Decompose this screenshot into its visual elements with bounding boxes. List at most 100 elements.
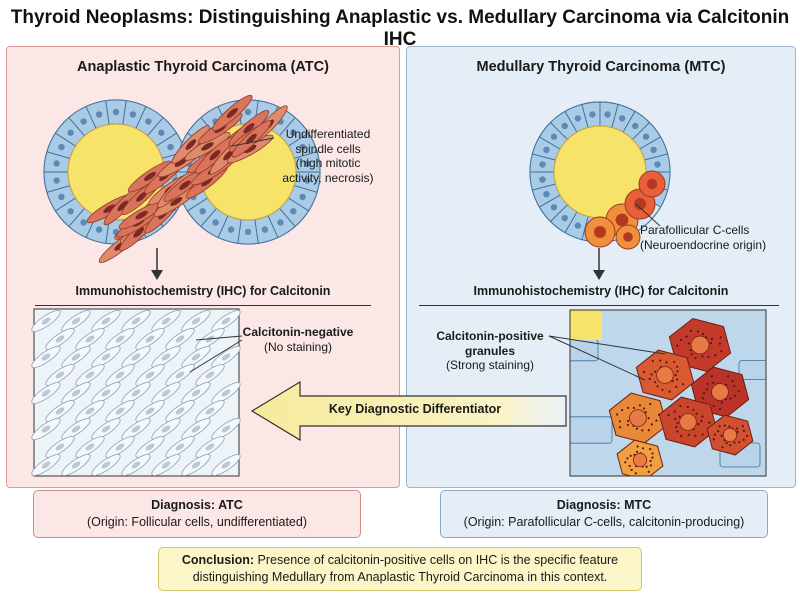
atc-stain-label: Calcitonin-negative (No staining) [242, 325, 354, 354]
unstained-cell [31, 346, 61, 368]
calcitonin-granule [654, 370, 657, 373]
conclusion-lead: Conclusion: [181, 553, 255, 567]
spindle-cell-nucleus [243, 123, 255, 134]
unstained-cell-nucleus [71, 317, 81, 325]
calcitonin-granule [718, 407, 722, 411]
unstained-cell-nucleus [221, 389, 231, 397]
unstained-cell-nucleus [175, 407, 185, 415]
calcitonin-granule [721, 446, 724, 449]
unstained-cell [121, 346, 151, 368]
calcitonin-granule [702, 397, 705, 400]
calcitonin-granule [635, 427, 639, 430]
unstained-cell [91, 310, 121, 332]
calcitonin-granule [647, 429, 650, 432]
mtc-ihc-title: Immunohistochemistry (IHC) for Calcitoni… [473, 284, 729, 298]
spindle-cell [171, 125, 210, 164]
follicular-cell-nucleus [642, 133, 650, 140]
calcitonin-granule [630, 468, 633, 471]
calcitonin-granule [720, 401, 723, 404]
unstained-cell-nucleus [161, 461, 171, 469]
unstained-cell [45, 328, 75, 350]
stained-c-cell-nucleus [629, 409, 647, 427]
unstained-cell [135, 364, 165, 386]
unstained-cell-nucleus [145, 443, 155, 451]
calcitonin-granule [686, 405, 689, 409]
unstained-cell-nucleus [115, 335, 125, 343]
atc-ihc-image [31, 308, 241, 477]
spindle-cell [212, 94, 253, 132]
unstained-cell [91, 382, 121, 404]
diagnosis-mtc-heading: Diagnosis: MTC [556, 498, 652, 512]
calcitonin-granule [729, 444, 732, 447]
unstained-cell [31, 310, 61, 332]
calcitonin-granule [713, 433, 717, 436]
atc-ihc-divider [35, 305, 371, 306]
c-cell-nucleus [594, 226, 606, 238]
calcitonin-granule [696, 330, 699, 333]
unstained-cell [151, 382, 181, 404]
calcitonin-granule [676, 422, 679, 425]
calcitonin-granule [642, 370, 646, 374]
diagnosis-mtc-box: Diagnosis: MTC (Origin: Parafollicular C… [440, 490, 768, 538]
unstained-cell [31, 418, 61, 440]
unstained-cell-nucleus [55, 335, 65, 343]
spindle-cell-nucleus [179, 180, 191, 190]
calcitonin-granule [716, 430, 720, 433]
calcitonin-granule [675, 385, 678, 388]
c-cell-nucleus [615, 213, 629, 227]
atc-label-pointer [231, 137, 275, 147]
unstained-cell [135, 436, 165, 458]
calcitonin-granule [685, 335, 688, 338]
follicular-cell-nucleus [244, 108, 252, 116]
unstained-cell [151, 310, 181, 332]
follicular-cell-nucleus [304, 160, 311, 167]
spindle-cell-nucleus [201, 142, 214, 151]
unstained-cell-nucleus [85, 335, 95, 343]
calcitonin-granule [624, 461, 627, 464]
follicular-cell-nucleus [199, 208, 206, 215]
atc-stain-pointer [189, 335, 243, 373]
follicular-cell-nucleus [80, 118, 87, 125]
calcitonin-granule [679, 434, 683, 437]
spindle-cell-nucleus [226, 107, 238, 118]
unstained-cell-nucleus [85, 371, 95, 379]
calcitonin-granule [616, 413, 619, 416]
unstained-cell-nucleus [101, 353, 111, 361]
calcitonin-granule [689, 329, 692, 332]
calcitonin-granule [701, 355, 704, 358]
calcitonin-granule [720, 434, 723, 437]
unstained-cell [181, 310, 211, 332]
calcitonin-granule [649, 447, 652, 451]
unstained-cell-nucleus [145, 371, 155, 379]
calcitonin-granule [641, 447, 645, 450]
calcitonin-granule [697, 423, 700, 426]
follicular-cell-nucleus [67, 208, 74, 215]
calcitonin-granule [642, 407, 646, 410]
follicular-cell-nucleus [618, 115, 626, 122]
calcitonin-granule [673, 410, 676, 413]
follicular-cell-nucleus [227, 226, 235, 233]
unstained-cell-nucleus [221, 425, 231, 433]
follicular-cell-nucleus [543, 190, 550, 198]
unstained-cell [75, 328, 105, 350]
unstained-cell-nucleus [205, 443, 215, 451]
unstained-cell-nucleus [71, 461, 81, 469]
follicular-cell-nucleus [290, 208, 297, 215]
follicular-cell-nucleus [290, 129, 297, 136]
mtc-label-pointer [635, 203, 661, 227]
calcitonin-granule [710, 337, 714, 340]
unstained-cell-nucleus [161, 317, 171, 325]
calcitonin-granule [618, 420, 621, 423]
calcitonin-granule [676, 430, 679, 433]
colloid-fragment [570, 310, 602, 340]
unstained-cell [105, 436, 135, 458]
atc-follicle-illustration [43, 94, 321, 263]
calcitonin-granule [644, 411, 647, 414]
unstained-cell-nucleus [115, 371, 125, 379]
follicular-cell-nucleus [145, 118, 152, 125]
unstained-cell [75, 436, 105, 458]
calcitonin-granule [738, 441, 741, 444]
c-cell-nucleus [646, 178, 658, 190]
unstained-cell-nucleus [145, 407, 155, 415]
calcitonin-granule [675, 425, 678, 429]
